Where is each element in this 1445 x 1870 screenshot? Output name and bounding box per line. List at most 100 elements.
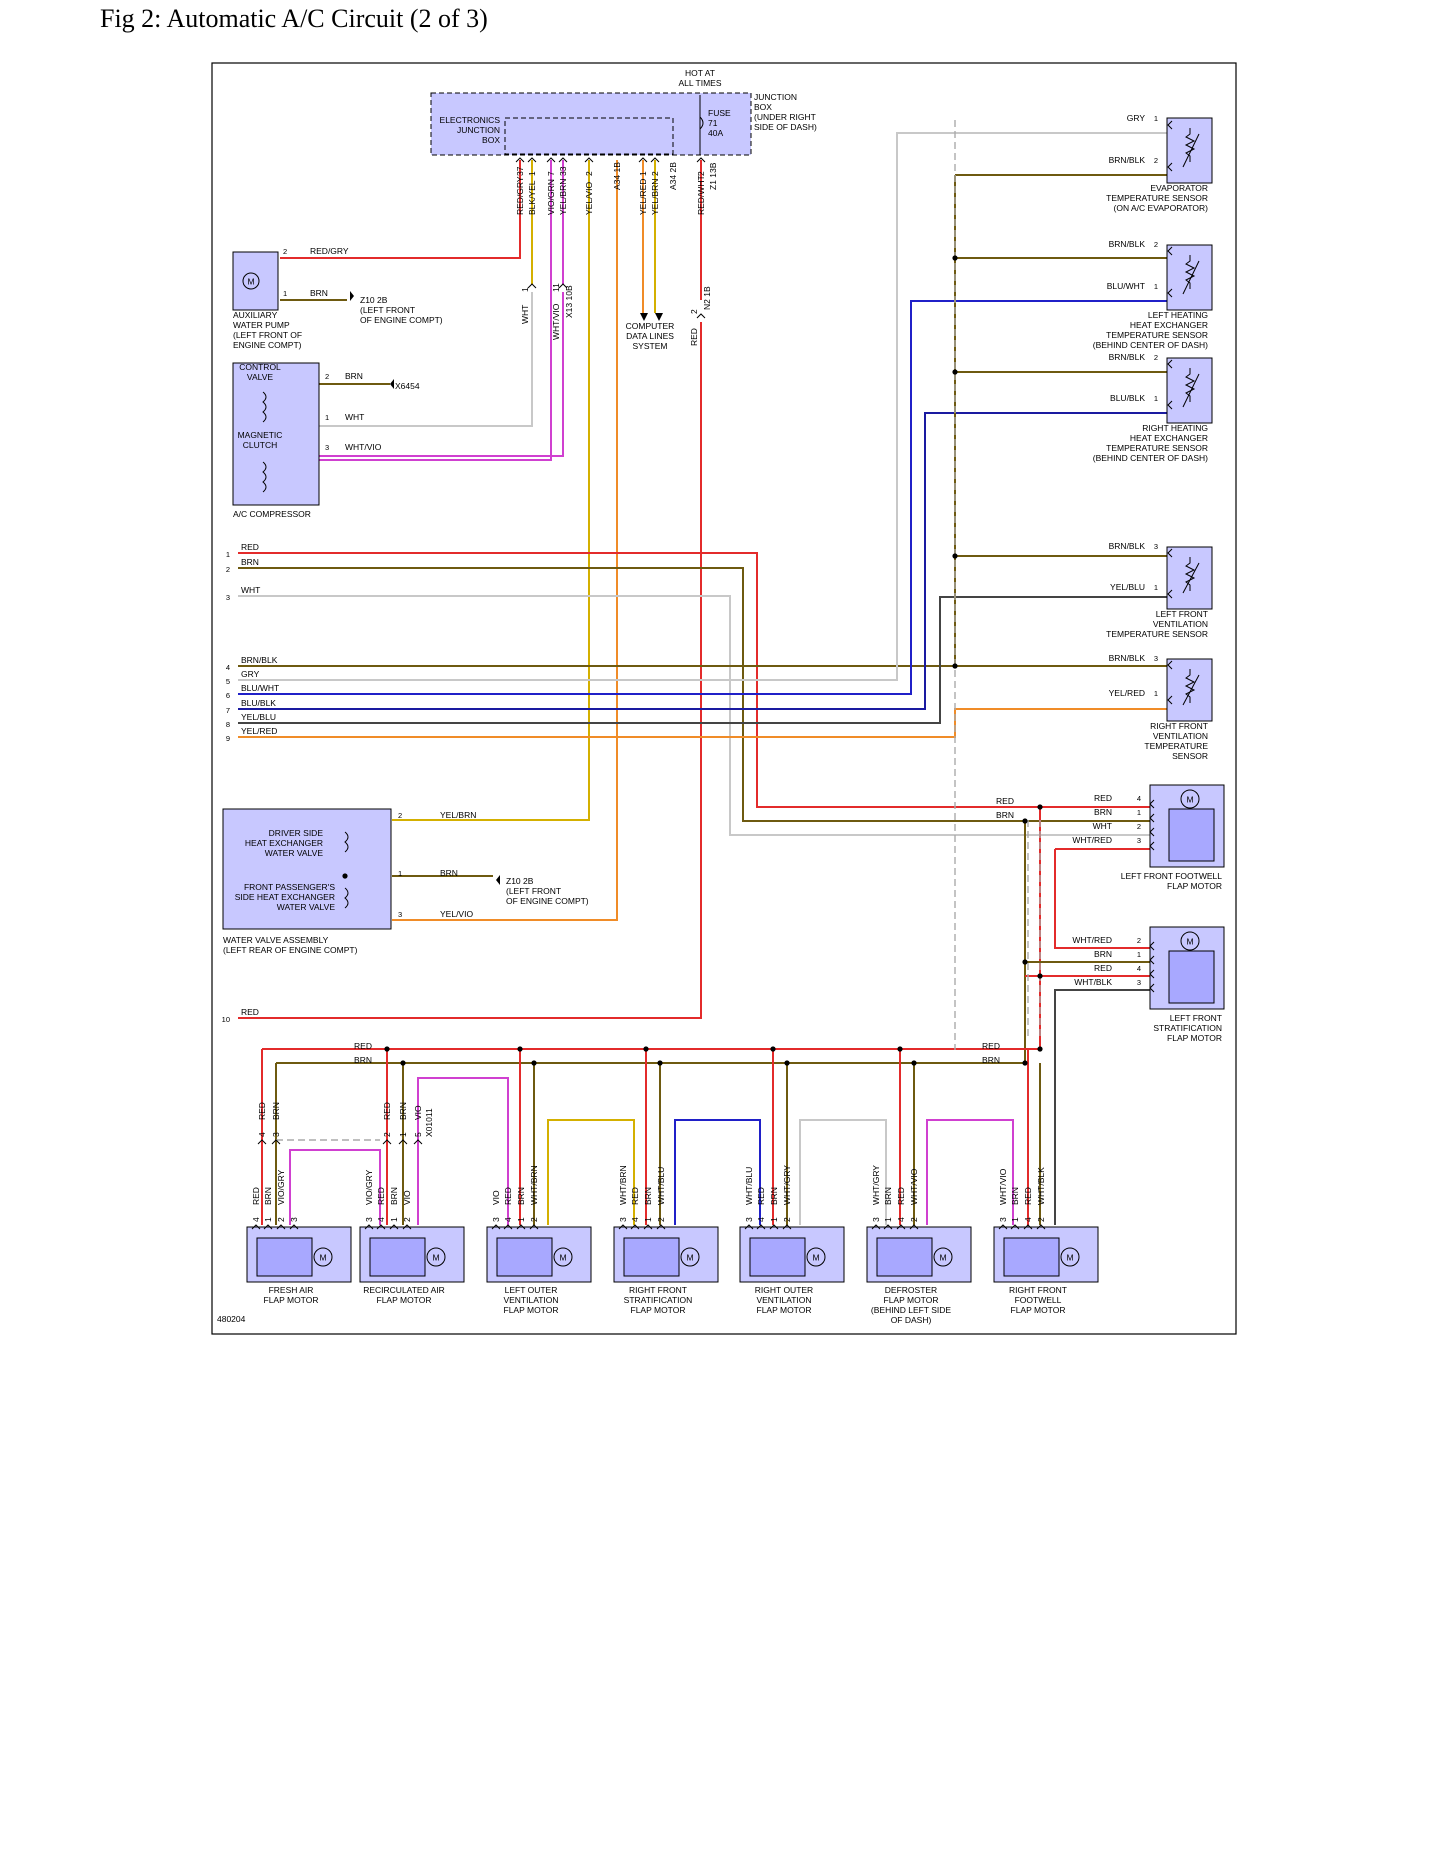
auxiliary-water-pump [232,251,279,311]
pin-number: 3 [364,1217,374,1222]
wire-color-label: BRN [310,288,328,298]
pin-number: 4 [1137,964,1141,973]
pin-number: 1 [520,287,530,292]
pin-number: 3 [871,1217,881,1222]
motor-icon [806,1247,826,1267]
label-line: 2 [529,1217,539,1222]
splice-dot [952,553,958,559]
pin-number: 2 [696,171,706,176]
wire-color-label: RED [996,796,1014,806]
motor-letter: M [1066,1253,1073,1263]
label-line: FRESH AIR [269,1285,314,1295]
connector-pin [998,1224,1008,1230]
pin-number: 8 [226,720,230,729]
label-line: 4 [896,1217,906,1222]
label-line: M [1066,1253,1073,1263]
label-line: M [1186,795,1193,805]
label-line: BRN [389,1187,399,1205]
pin-number: 1 [398,869,402,878]
label-line: 1 [283,289,287,298]
label-line: VIO/GRN [546,179,556,215]
pin-number: 4 [226,663,230,672]
wire-color-label: RED [241,1007,259,1017]
wire-color-label: RED [354,1041,372,1051]
label-line: X6454 [395,381,420,391]
wire-color-label: BRN [996,810,1014,820]
wire-color-label: BRN/BLK [1109,541,1146,551]
connector-pin [871,1224,881,1230]
label-line: 2 [398,811,402,820]
label-line: BRN [769,1187,779,1205]
wire-color-label: YEL/BLU [1110,582,1145,592]
label-line: 3 [998,1217,1008,1222]
pin-number: 1 [1137,808,1141,817]
pin-number: 2 [276,1217,286,1222]
splice-dot [952,255,958,261]
label-line: WHT/BLU [656,1167,666,1205]
splice-dot [400,1060,406,1066]
label-line: 7 [226,706,230,715]
label-line: Z10 2B [360,295,388,305]
label-line: BRN [241,557,259,567]
label-line: 33 [558,166,568,176]
label-line: VENTILATION [1153,731,1208,741]
wire-color-label: RED [756,1187,766,1205]
pin-number: 5 [226,677,230,686]
label-line: CLUTCH [243,440,277,450]
wire-color-label: BLK/YEL [527,180,537,215]
label-line: WHT/BRN [529,1165,539,1205]
label-line: WHT [520,305,530,324]
temperature-sensor [1166,658,1213,722]
wire-color-label: WHT [345,412,364,422]
label-line: 1 [520,287,530,292]
connector-pin [382,1139,392,1145]
label-line: (BEHIND LEFT SIDE [871,1305,951,1315]
label-line: TEMPERATURE [1144,741,1208,751]
wire-color-label: VIO/GRN [546,179,556,215]
connector-pin [271,1139,281,1145]
wire-yel-blu-8 [238,596,1168,724]
wire-color-label: RED [251,1187,261,1205]
label-line: 4 [630,1217,640,1222]
pin-number: 2 [584,171,594,176]
label-line: RED [241,1007,259,1017]
connector-pin [1149,983,1155,993]
wire-yel-brn [392,160,590,821]
connector-pin [1167,660,1173,670]
label-line: BRN/BLK [1109,653,1146,663]
label-line: RED [1094,963,1112,973]
wire-color-label: RED [257,1102,267,1120]
splice-dot [384,1046,390,1052]
ground-label: X6454 [395,381,420,391]
label-line: BRN [440,868,458,878]
label-line: WHT/VIO [909,1168,919,1205]
splice-dot [1022,959,1028,965]
pin-number: 4 [503,1217,513,1222]
label-line: VENTILATION [1153,619,1208,629]
pin-number: 3 [1137,836,1141,845]
label-line: (UNDER RIGHT [754,112,816,122]
diagram-frame [211,62,1237,1335]
thermistor-arrow [1182,373,1200,408]
label-line: BRN [263,1187,273,1205]
label-line: STRATIFICATION [1153,1023,1222,1033]
label-line: WATER VALVE ASSEMBLY [223,935,329,945]
label-line: 4 [1023,1217,1033,1222]
temperature-sensor [1166,244,1213,311]
label-line: BRN [883,1187,893,1205]
thermistor-arrow [1182,562,1200,594]
splice-dot [657,1060,663,1066]
label-line: 9 [226,734,230,743]
wire-color-label: RED [689,328,699,346]
splice-dot [952,663,958,669]
wire-blu-wht-6 [238,300,1168,695]
label-line: 1 [263,1217,273,1222]
